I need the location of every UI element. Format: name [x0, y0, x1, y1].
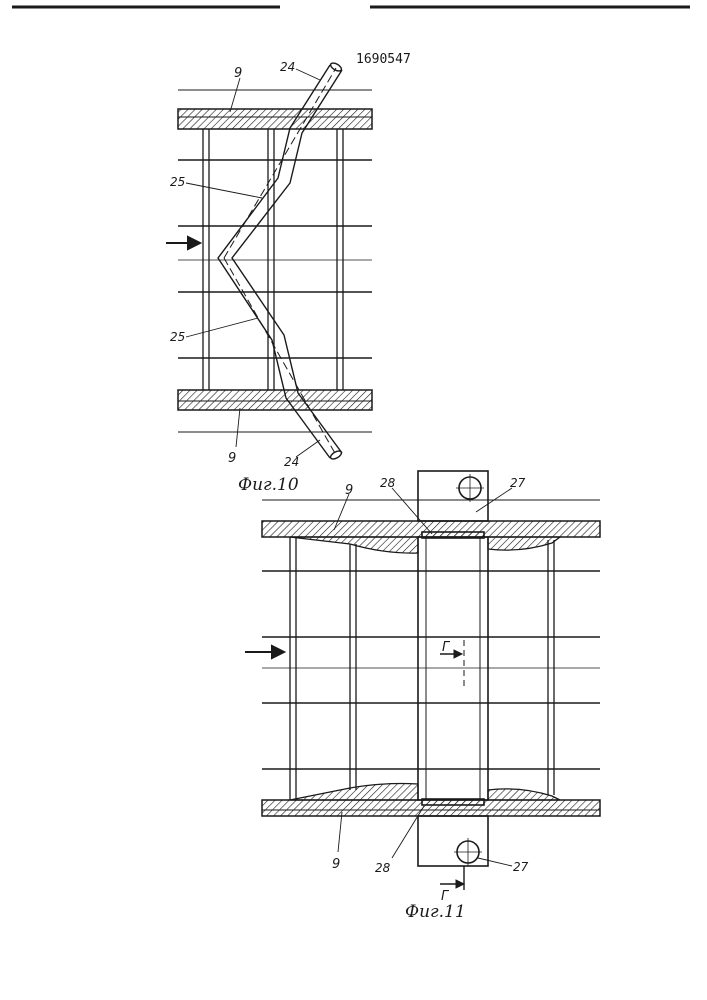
top-wall-9: [178, 109, 372, 129]
label-28-top: 28: [380, 476, 396, 490]
vertical-columns-11: [290, 537, 554, 800]
section-marks: [440, 640, 464, 890]
horizontal-grid-11: [262, 571, 600, 769]
bottom-contour-9: [290, 784, 418, 801]
label-28-bottom: 28: [375, 861, 391, 875]
flow-arrow-fig11: [245, 646, 284, 658]
top-contour-9: [290, 537, 418, 553]
label-section-g-top: Г: [442, 640, 451, 655]
insert-column-28: [418, 532, 488, 805]
label-24-top: 24: [280, 60, 295, 74]
label-9-bottom: 9: [228, 451, 236, 466]
document-number: 1690547: [356, 52, 411, 67]
bottom-wall-9: [178, 390, 372, 410]
label-9-bottom-fig11: 9: [332, 857, 340, 872]
label-24-bottom: 24: [284, 455, 299, 469]
figure-10-caption: Фиг.10: [238, 475, 299, 495]
box-27-bottom: [418, 816, 488, 866]
flow-arrow-fig10: [166, 237, 200, 249]
box-27-top: [418, 471, 488, 521]
label-9-top-fig11: 9: [345, 483, 353, 498]
figure-11-caption: Фиг.11: [405, 902, 466, 922]
label-9-top: 9: [234, 66, 242, 81]
label-25-upper: 25: [170, 175, 185, 189]
label-25-lower: 25: [170, 330, 185, 344]
vertical-columns: [203, 129, 343, 390]
figure-11: [245, 471, 600, 890]
label-27-top: 27: [510, 476, 526, 490]
label-27-bottom: 27: [513, 860, 529, 874]
figure-10: [166, 61, 372, 460]
